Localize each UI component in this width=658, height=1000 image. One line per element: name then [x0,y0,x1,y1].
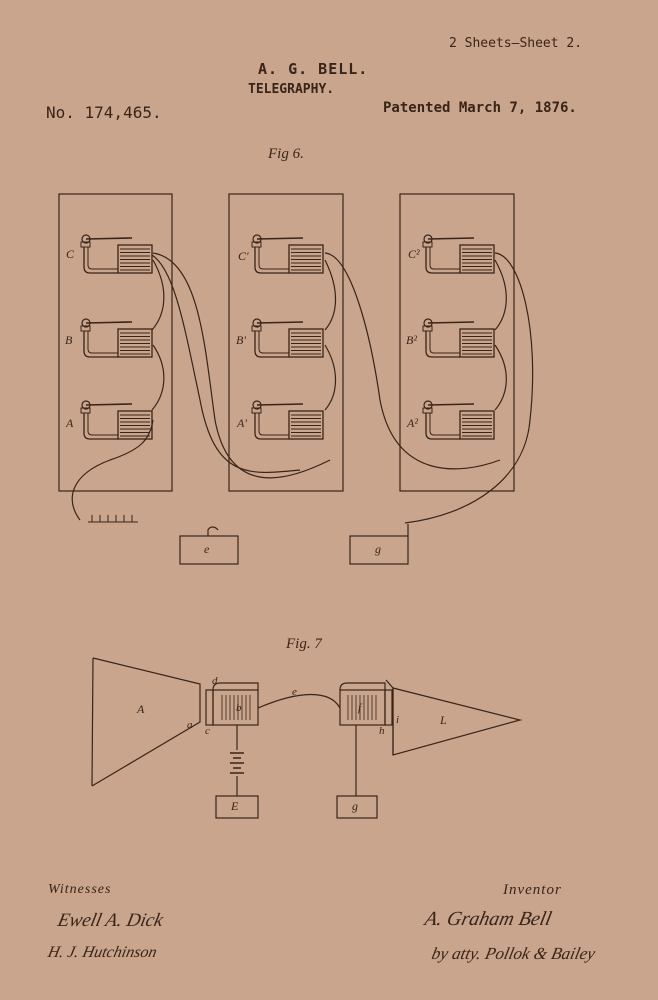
electromagnet-unit [422,400,495,440]
fig7-label-d: d [212,675,218,687]
electromagnet-unit [251,400,324,440]
fig7-caption: Fig. 7 [286,636,322,652]
subject-heading: TELEGRAPHY. [248,82,335,97]
label-A-prime: A' [237,416,247,430]
fig7-label-h: h [379,725,385,737]
fig7-label-e: e [292,686,297,698]
fig6-caption: Fig 6. [268,146,304,162]
electromagnet-unit [80,318,153,358]
wire-3 [404,252,534,524]
fig7-label-L: L [440,713,447,727]
fig6-box-e [179,535,239,565]
box-e-label: e [204,542,210,556]
fig7-label-c: c [205,725,210,737]
fig7-cone-right [392,687,523,756]
wire-ground [71,419,154,521]
label-A2: A² [407,416,418,430]
inventor-label: Inventor [503,882,562,898]
label-A: A [66,416,74,430]
fig7-magnet-left [212,689,259,726]
fig7-box-E [215,795,259,819]
fig6-box-g [349,535,409,565]
label-B: B [65,333,73,347]
fig6-panel-2 [228,193,344,492]
fig7-wire-e [257,693,341,709]
fig7-box-g [336,795,378,819]
apparatus-group [80,234,495,440]
fig7-label-f: f [358,702,362,714]
box-g-label: g [375,542,381,556]
electromagnet-unit [251,234,324,274]
fig7-cone-left [91,657,201,787]
wire-1b [151,254,301,474]
electromagnet-unit [80,234,153,274]
patent-date: Patented March 7, 1876. [383,100,577,116]
electromagnet-unit [422,318,495,358]
electromagnet-unit [80,400,153,440]
label-B2: B² [406,333,417,347]
witnesses-label: Witnesses [48,882,112,897]
inventor-heading: A. G. BELL. [258,60,369,78]
label-C: C [66,247,75,261]
electromagnet-unit [251,318,324,358]
label-B-prime: B' [236,333,246,347]
fig7-label-a: a [187,719,193,731]
patent-number: No. 174,465. [46,103,162,122]
electromagnet-unit [422,234,495,274]
label-C2: C² [408,247,420,261]
fig7-label-i: i [396,714,400,726]
sheet-count: 2 Sheets—Sheet 2. [449,36,583,51]
label-C-prime: C' [238,249,249,263]
fig7-label-b: b [236,702,242,714]
fig7-magnet-right [339,689,386,726]
fig6-panel-3 [399,193,515,492]
fig6-panel-1 [58,193,173,492]
fig7-label-E: E [231,799,239,813]
fig7-label-A: A [137,702,145,716]
wire-1 [152,252,331,479]
wire-2 [324,252,501,470]
fig7-label-g: g [352,799,358,813]
